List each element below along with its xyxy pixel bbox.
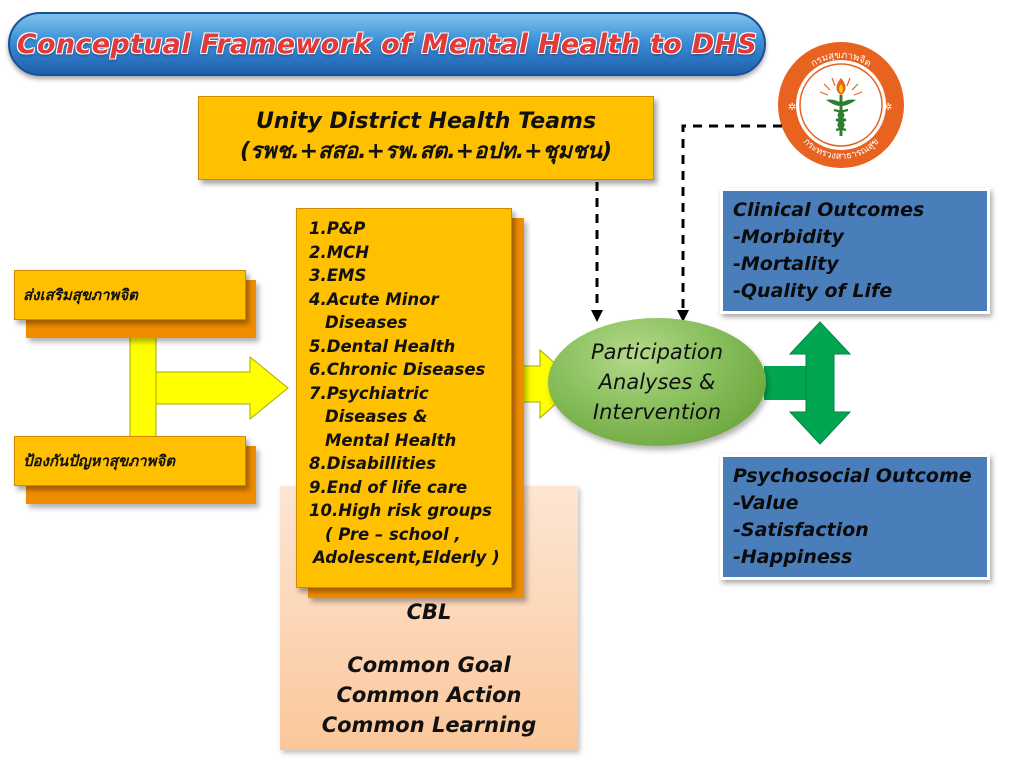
list-item: 5.Dental Health <box>309 336 456 356</box>
clinical-item: -Morbidity <box>733 226 844 248</box>
prevent-mental-health-box: ป้องกันปัญหาสุขภาพจิต <box>14 436 246 486</box>
clinical-item: -Mortality <box>733 253 839 275</box>
svg-text:✲: ✲ <box>788 102 796 113</box>
service-list-box: 1.P&P 2.MCH 3.EMS 4.Acute Minor Diseases… <box>296 208 512 588</box>
ellipse-line1: Participation <box>590 340 724 364</box>
psychosocial-item: -Happiness <box>733 546 853 568</box>
ellipse-line2: Analyses & <box>598 370 716 394</box>
list-item: 10.High risk groups <box>309 501 492 520</box>
prevent-label: ป้องกันปัญหาสุขภาพจิต <box>23 452 175 470</box>
dashed-connector-logo <box>681 124 782 312</box>
list-item: 6.Chronic Diseases <box>309 360 486 379</box>
list-item: 7.Psychiatric <box>309 383 429 403</box>
department-logo: กรมสุขภาพจิต กระทรวงสาธารณสุข ✲ ✲ <box>776 40 906 170</box>
list-item: ( Pre – school , <box>325 524 461 544</box>
clinical-title: Clinical Outcomes <box>733 199 925 221</box>
unity-members: (รพช.+สสอ.+รพ.สต.+อปท.+ชุมชน) <box>239 139 613 164</box>
unity-district-health-teams-box: Unity District Health Teams (รพช.+สสอ.+ร… <box>198 96 654 180</box>
psychosocial-item: -Value <box>733 492 799 514</box>
list-item: 8.Disabillities <box>309 454 437 473</box>
participation-ellipse: Participation Analyses & Intervention <box>548 318 766 446</box>
list-item: 3.EMS <box>309 266 367 285</box>
list-item: Diseases & <box>325 407 428 426</box>
yellow-merge-arrow <box>129 335 289 445</box>
psychosocial-outcome-box: Psychosocial Outcome -Value -Satisfactio… <box>720 454 990 580</box>
clinical-outcomes-box: Clinical Outcomes -Morbidity -Mortality … <box>720 188 990 314</box>
cbl-common-goal: Common Goal <box>347 653 511 677</box>
unity-title: Unity District Health Teams <box>255 109 597 134</box>
arrowhead-unity <box>591 310 603 322</box>
page-title: Conceptual Framework of Mental Health to… <box>16 28 758 60</box>
title-banner: Conceptual Framework of Mental Health to… <box>8 12 766 76</box>
seal-icon: กรมสุขภาพจิต กระทรวงสาธารณสุข ✲ ✲ <box>778 42 904 168</box>
list-item: Diseases <box>325 313 408 332</box>
promote-label: ส่งเสริมสุขภาพจิต <box>23 286 138 304</box>
cbl-common-learning: Common Learning <box>321 713 537 737</box>
psychosocial-item: -Satisfaction <box>733 519 869 541</box>
list-item: Adolescent,Elderly ) <box>313 548 500 567</box>
list-item: 2.MCH <box>309 242 370 262</box>
cbl-common-action: Common Action <box>336 683 522 707</box>
promote-mental-health-box: ส่งเสริมสุขภาพจิต <box>14 270 246 320</box>
psychosocial-title: Psychosocial Outcome <box>733 465 972 487</box>
arrowhead-logo <box>677 310 689 322</box>
list-item: 4.Acute Minor <box>309 289 439 309</box>
svg-text:✲: ✲ <box>884 102 892 113</box>
cbl-title: CBL <box>406 600 452 624</box>
list-item: 1.P&P <box>309 219 366 238</box>
clinical-item: -Quality of Life <box>733 280 893 302</box>
list-item: 9.End of life care <box>309 477 468 497</box>
list-item: Mental Health <box>325 430 457 450</box>
green-split-arrow <box>764 321 852 445</box>
ellipse-line3: Intervention <box>592 400 722 424</box>
